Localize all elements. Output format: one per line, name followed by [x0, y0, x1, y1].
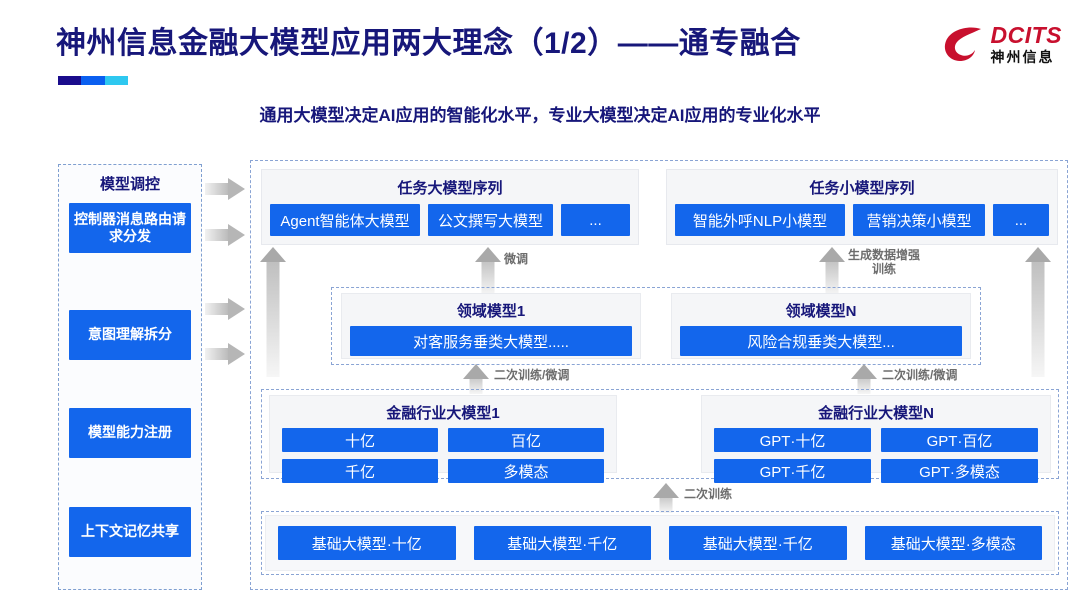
industry-model-n: 金融行业大模型N GPT·十亿 GPT·百亿 GPT·千亿 GPT·多模态: [701, 395, 1051, 483]
task-large-model-sequence: 任务大模型序列 Agent智能体大模型 公文撰写大模型 ...: [261, 169, 639, 245]
task-small-model-sequence: 任务小模型序列 智能外呼NLP小模型 营销决策小模型 ...: [666, 169, 1058, 245]
industry-model-n-title: 金融行业大模型N: [818, 405, 934, 422]
base-model-shiyi[interactable]: 基础大模型·十亿: [278, 526, 456, 560]
dcits-logo: DCITS 神州信息: [941, 20, 1063, 68]
accent-segment-1: [58, 76, 82, 85]
arrow-label-retrain: 二次训练: [684, 487, 733, 501]
arrow-domainN-to-task-small: [819, 247, 845, 295]
connector-arrow-1: [205, 178, 245, 200]
arrow-label-retrain-finetune-left: 二次训练/微调: [494, 368, 570, 382]
model-control-panel: 模型调控 控制器消息路由请求分发 意图理解拆分 模型能力注册 上下文记忆共享: [58, 164, 202, 590]
industry-n-cell-shiyi[interactable]: GPT·十亿: [714, 428, 871, 452]
small-box-more[interactable]: ...: [993, 204, 1049, 236]
domain-models-container: [331, 287, 981, 365]
page-title: 神州信息金融大模型应用两大理念（1/2）——通专融合: [56, 27, 801, 60]
domain-model-n: 领域模型N 风险合规垂类大模型...: [671, 293, 971, 359]
connector-arrow-4: [205, 343, 245, 365]
industry-n-cell-qianyi[interactable]: GPT·千亿: [714, 459, 871, 483]
task-box-more[interactable]: ...: [561, 204, 630, 236]
control-item-context[interactable]: 上下文记忆共享: [69, 507, 191, 557]
page-subtitle: 通用大模型决定AI应用的智能化水平，专业大模型决定AI应用的专业化水平: [259, 106, 821, 125]
architecture-diagram: 任务大模型序列 Agent智能体大模型 公文撰写大模型 ... 任务小模型序列 …: [250, 160, 1068, 590]
logo-text: DCITS 神州信息: [990, 22, 1063, 65]
industry-model-1-title: 金融行业大模型1: [386, 405, 500, 422]
logo-text-en: DCITS: [990, 22, 1062, 48]
domain-model-1: 领域模型1 对客服务垂类大模型.....: [341, 293, 641, 359]
base-model-qianyi-1[interactable]: 基础大模型·千亿: [473, 526, 651, 560]
industry-1-cell-shiyi[interactable]: 十亿: [282, 428, 438, 452]
arrow-label-retrain-finetune-right: 二次训练/微调: [882, 368, 958, 382]
small-box-mktg[interactable]: 营销决策小模型: [853, 204, 985, 236]
industry-1-cell-multi[interactable]: 多模态: [448, 459, 604, 483]
industry-1-cell-baiyi[interactable]: 百亿: [448, 428, 604, 452]
base-model-qianyi-2[interactable]: 基础大模型·千亿: [669, 526, 847, 560]
industry-1-cell-qianyi[interactable]: 千亿: [282, 459, 438, 483]
connector-arrow-2: [205, 224, 245, 246]
logo-text-cn: 神州信息: [990, 49, 1055, 65]
task-box-agent[interactable]: Agent智能体大模型: [270, 204, 420, 236]
model-control-panel-title: 模型调控: [99, 176, 160, 193]
small-box-nlp[interactable]: 智能外呼NLP小模型: [675, 204, 845, 236]
accent-segment-2: [81, 76, 105, 85]
control-item-register[interactable]: 模型能力注册: [69, 408, 191, 458]
arrow-industryN-to-task-small: [1025, 247, 1051, 377]
domain-model-n-bar[interactable]: 风险合规垂类大模型...: [680, 326, 962, 356]
accent-segment-3: [104, 76, 128, 85]
industry-n-cell-multi[interactable]: GPT·多模态: [881, 459, 1038, 483]
arrow-label-fine-tune: 微调: [504, 252, 529, 266]
base-models-container: [261, 511, 1059, 575]
base-model-multi[interactable]: 基础大模型·多模态: [864, 526, 1042, 560]
base-models-inner: 基础大模型·十亿 基础大模型·千亿 基础大模型·千亿 基础大模型·多模态: [265, 515, 1055, 571]
task-large-model-sequence-title: 任务大模型序列: [397, 180, 503, 197]
domain-model-1-bar[interactable]: 对客服务垂类大模型.....: [350, 326, 632, 356]
arrow-domain1-to-task-large: [475, 247, 501, 295]
domain-model-1-title: 领域模型1: [456, 303, 526, 320]
arrow-base-to-industry: [653, 483, 679, 513]
arrow-label-data-augment: 生成数据增强 训练: [848, 248, 921, 276]
domain-model-n-title: 领域模型N: [785, 303, 857, 320]
industry-model-1: 金融行业大模型1 十亿 百亿 千亿 多模态: [269, 395, 617, 483]
industry-models-container: [261, 389, 1059, 479]
task-small-model-sequence-title: 任务小模型序列: [809, 180, 915, 197]
connector-arrow-3: [205, 298, 245, 320]
control-item-router[interactable]: 控制器消息路由请求分发: [69, 203, 191, 253]
control-item-intent[interactable]: 意图理解拆分: [69, 310, 191, 360]
arrow-industry1-to-task-large: [260, 247, 286, 377]
task-box-doc[interactable]: 公文撰写大模型: [428, 204, 553, 236]
industry-n-cell-baiyi[interactable]: GPT·百亿: [881, 428, 1038, 452]
page-header: 神州信息金融大模型应用两大理念（1/2）——通专融合 DCITS 神州信息 通用…: [0, 0, 1080, 126]
logo-swirl-icon: [941, 23, 985, 65]
title-underline-accent: [58, 76, 128, 85]
